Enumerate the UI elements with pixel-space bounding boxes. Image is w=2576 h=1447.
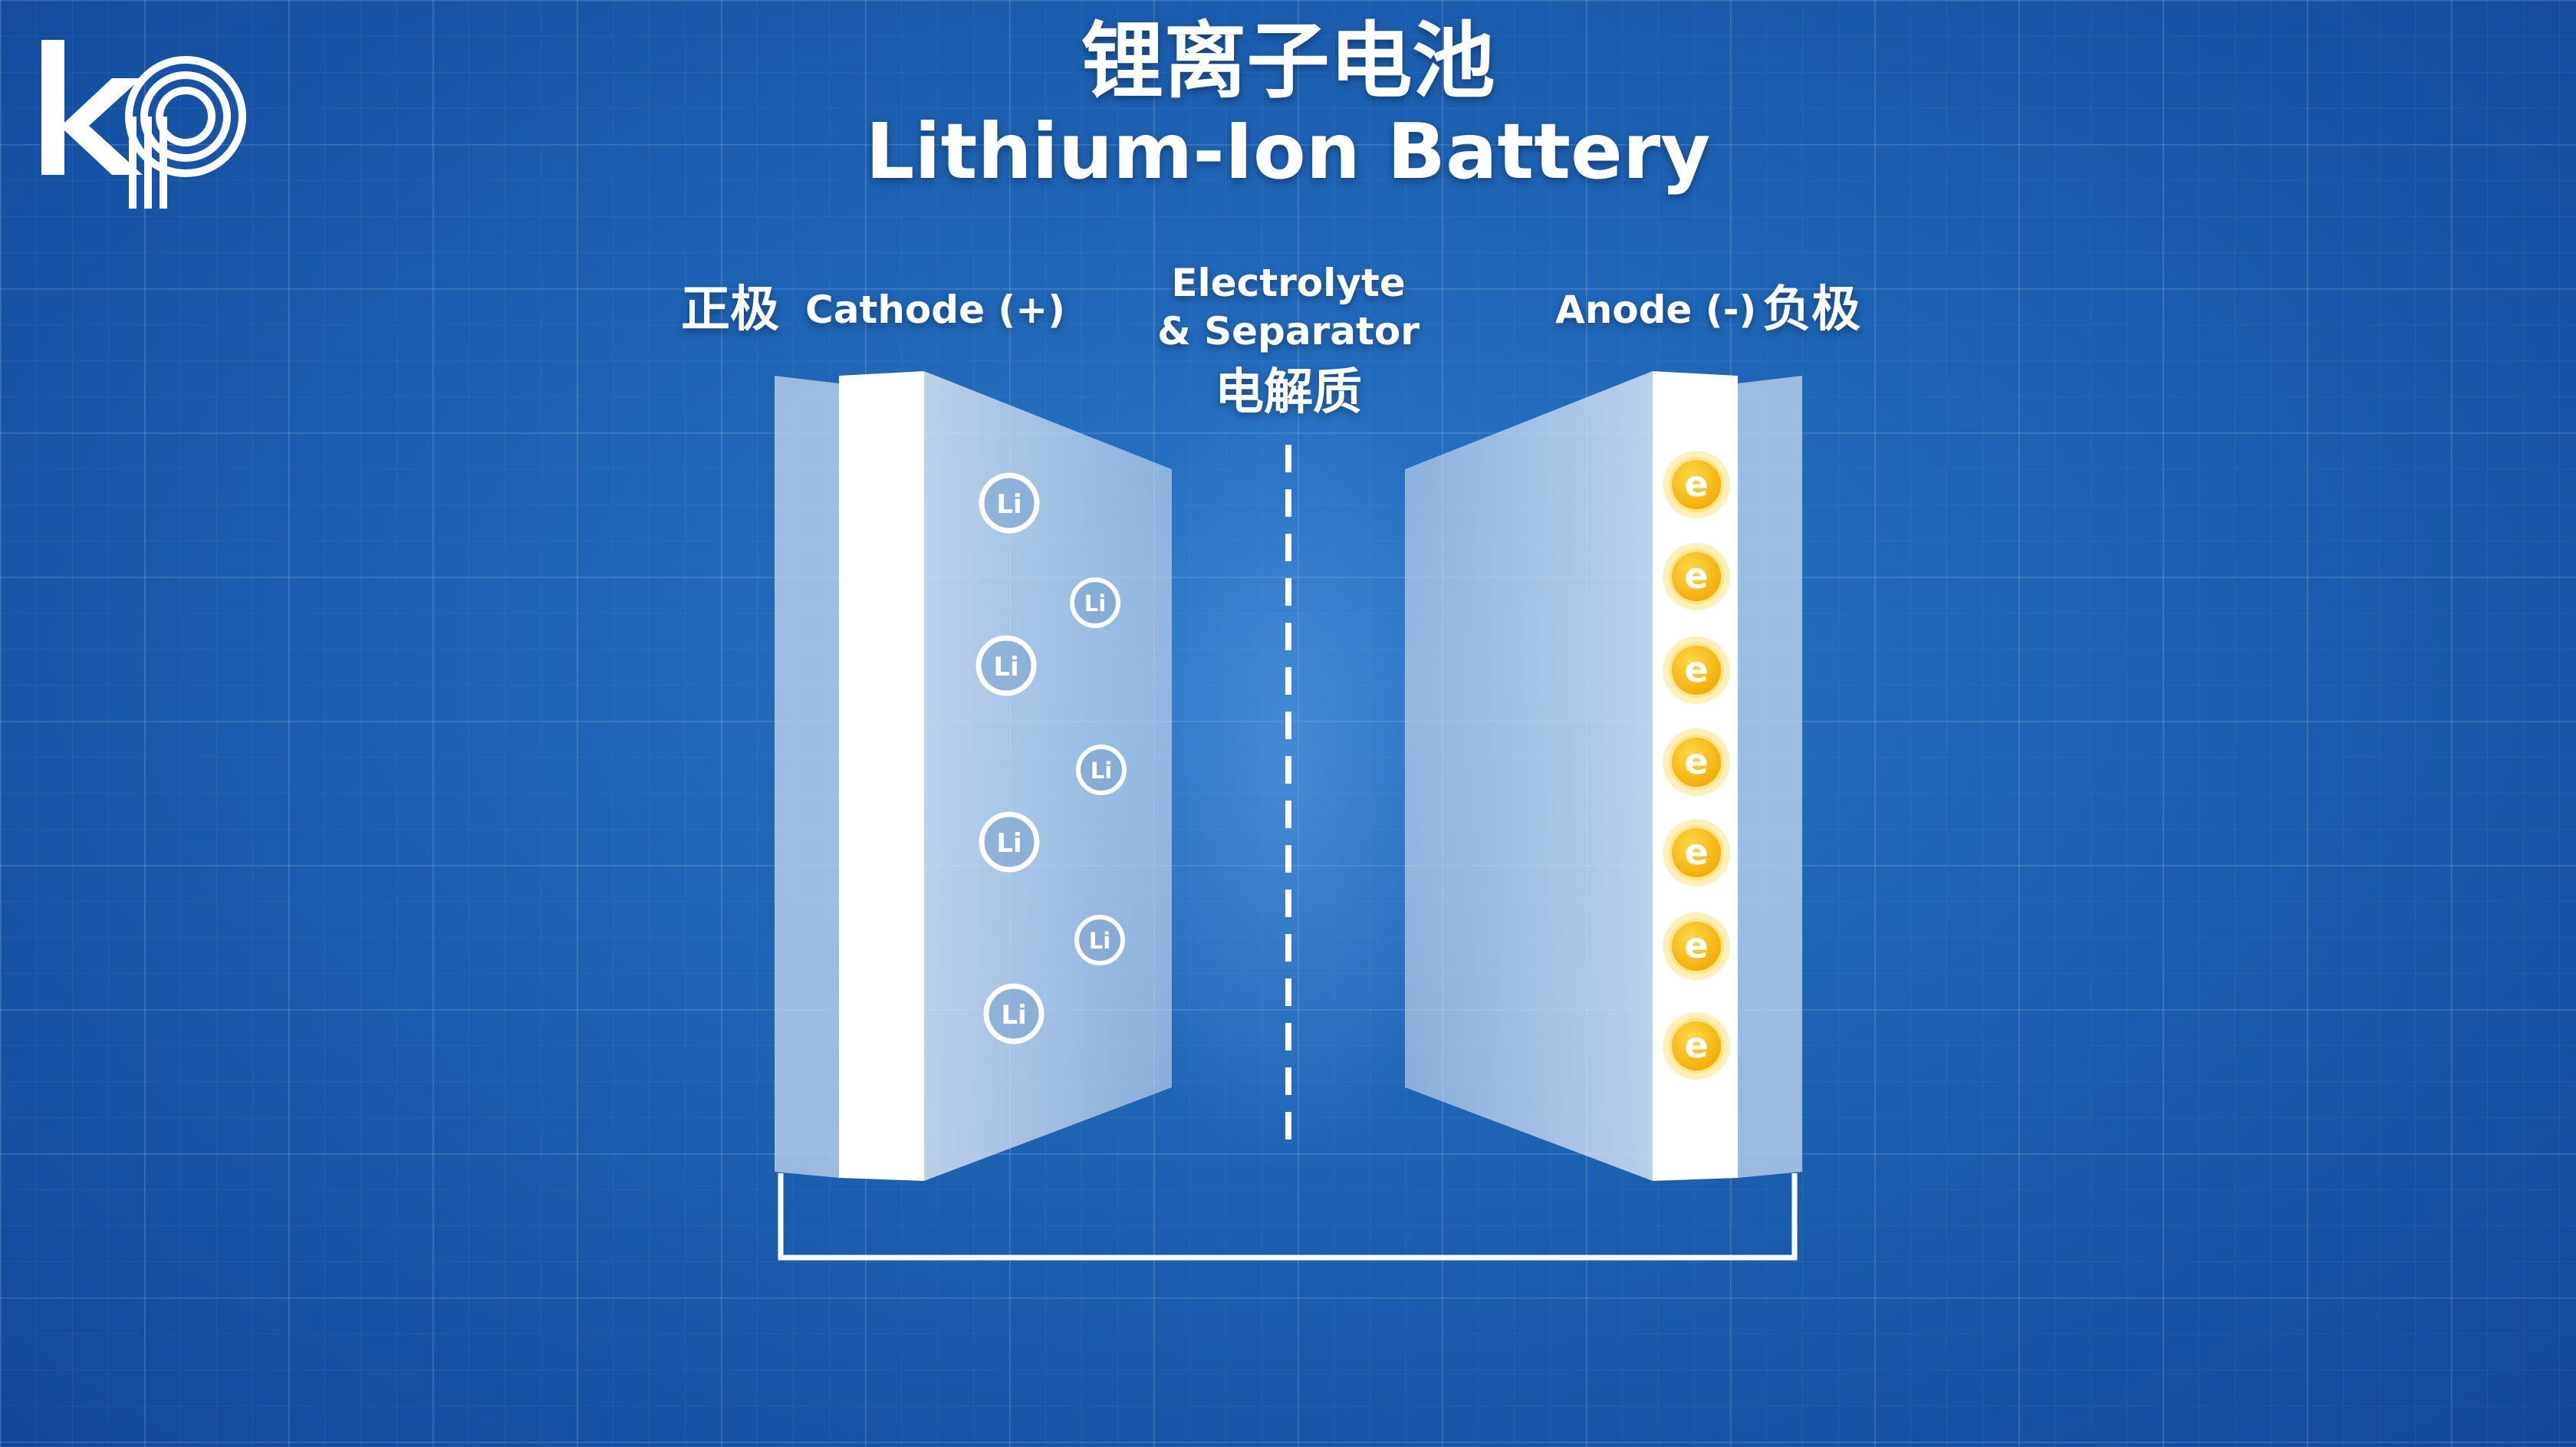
lithium-ion-label: Li [1091, 758, 1112, 784]
cathode-electrode [775, 371, 1172, 1181]
electron: e [1663, 819, 1730, 886]
lithium-ion: Li [1074, 915, 1125, 965]
electron-label: e [1684, 925, 1708, 966]
cathode-label-chinese: 正极 [681, 281, 779, 338]
electron-label: e [1684, 741, 1708, 782]
separator-label: & Separator [1157, 309, 1420, 354]
lithium-ion: Li [979, 811, 1040, 873]
anode-side-face [1405, 371, 1653, 1181]
anode-label: Anode (-) [1555, 288, 1757, 332]
electron: e [1663, 913, 1730, 980]
lithium-ion: Li [983, 983, 1045, 1044]
cathode-side-face [924, 371, 1172, 1181]
title-english: Lithium-Ion Battery [865, 107, 1711, 196]
electron: e [1663, 451, 1730, 518]
electrons: e e e e e e e [1663, 451, 1730, 1080]
anode-label-chinese: 负极 [1762, 281, 1860, 338]
title-chinese: 锂离子电池 [1081, 14, 1495, 110]
lithium-ion-label: Li [1001, 1000, 1026, 1031]
anode-back-plate [1738, 376, 1802, 1178]
electron-label: e [1684, 831, 1708, 873]
cathode-front-face [839, 371, 924, 1181]
electrolyte-label: Electrolyte [1171, 261, 1406, 305]
electron: e [1663, 728, 1730, 796]
electron: e [1663, 636, 1730, 704]
lithium-ion-label: Li [993, 652, 1018, 682]
electron-label: e [1684, 1024, 1708, 1066]
cathode-label: Cathode (+) [805, 288, 1065, 332]
lithium-ion-label: Li [996, 828, 1022, 859]
cathode-back-plate [775, 376, 839, 1178]
lithium-ion: Li [979, 472, 1040, 534]
electron-label: e [1684, 649, 1708, 690]
lithium-ion: Li [1076, 745, 1127, 795]
lithium-ion: Li [975, 635, 1037, 696]
lithium-ion-label: Li [1089, 928, 1110, 954]
electron-label: e [1684, 555, 1708, 597]
lithium-ion-label: Li [996, 489, 1022, 520]
lithium-ion-label: Li [1084, 590, 1106, 617]
electron: e [1663, 543, 1730, 610]
external-circuit-wire [778, 1173, 1798, 1261]
kp-logo [41, 40, 246, 209]
electron-label: e [1684, 463, 1708, 505]
lithium-ion: Li [1070, 577, 1120, 628]
anode-electrode [1405, 371, 1802, 1181]
electron: e [1663, 1012, 1730, 1080]
